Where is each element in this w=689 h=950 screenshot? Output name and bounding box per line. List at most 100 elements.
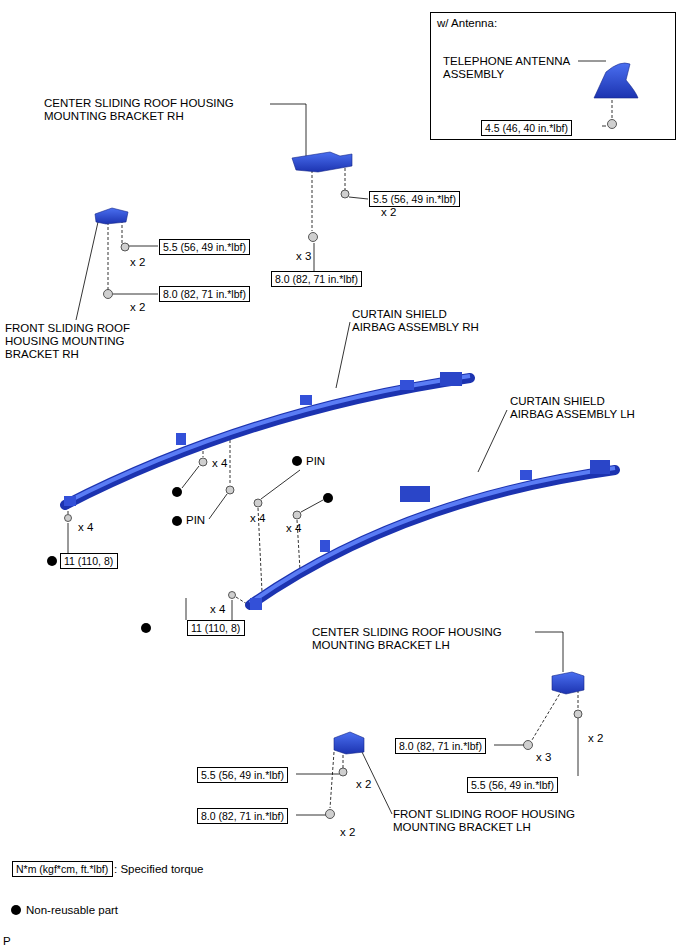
nut bbox=[339, 768, 347, 776]
airbag-tab bbox=[440, 372, 462, 386]
antenna-panel: w/ Antenna: TELEPHONE ANTENNA ASSEMBLY 4.5… bbox=[430, 12, 676, 140]
non-reusable-dot bbox=[323, 493, 333, 503]
part-name: FRONT SLIDING ROOF HOUSING MOUNTING BRAC… bbox=[393, 808, 628, 834]
quantity: x 2 bbox=[130, 256, 145, 269]
part-name: FRONT SLIDING ROOF HOUSING MOUNTING BRAC… bbox=[5, 322, 155, 361]
leader-line bbox=[261, 470, 300, 499]
airbag-tab bbox=[590, 460, 610, 474]
front-bracket-rh bbox=[95, 208, 128, 224]
leader-lines bbox=[68, 61, 612, 815]
torque-value: 8.0 (82, 71 in.*lbf) bbox=[399, 740, 482, 752]
leader-line bbox=[314, 243, 315, 271]
dashed-line bbox=[230, 440, 231, 485]
leader-line bbox=[602, 126, 606, 127]
nut bbox=[574, 710, 582, 718]
torque-value: 11 (110, 8) bbox=[191, 622, 241, 634]
leader-line bbox=[478, 410, 507, 472]
torque-box: 11 (110, 8) bbox=[187, 620, 245, 636]
airbag-tab bbox=[320, 540, 330, 552]
torque-value: 5.5 (56, 49 in.*lbf) bbox=[163, 241, 246, 253]
leader-line bbox=[336, 322, 350, 388]
non-reusable-dot bbox=[172, 516, 182, 526]
bolt bbox=[309, 233, 318, 242]
airbag-tab bbox=[250, 598, 262, 610]
pin bbox=[226, 486, 234, 494]
panel-heading: w/ Antenna: bbox=[437, 17, 497, 30]
bolt bbox=[326, 810, 335, 819]
leader-line bbox=[68, 523, 69, 553]
legend-text: Non-reusable part bbox=[26, 903, 118, 917]
quantity: x 2 bbox=[356, 778, 371, 791]
airbag-tab bbox=[520, 470, 532, 480]
non-reusable-dot bbox=[292, 456, 302, 466]
quantity: x 4 bbox=[78, 521, 93, 534]
quantity: x 2 bbox=[381, 206, 396, 219]
front-bracket-lh bbox=[334, 732, 364, 754]
leader-line bbox=[182, 466, 199, 488]
part-name: TELEPHONE ANTENNA ASSEMBLY bbox=[443, 55, 593, 81]
airbag-tab bbox=[176, 433, 186, 445]
part-name: CURTAIN SHIELD AIRBAG ASSEMBLY LH bbox=[510, 395, 640, 421]
non-reusable-dot bbox=[141, 623, 151, 633]
torque-box: 5.5 (56, 49 in.*lbf) bbox=[197, 767, 288, 783]
quantity: x 2 bbox=[340, 826, 355, 839]
leader-line bbox=[349, 197, 368, 199]
center-bracket-lh bbox=[552, 672, 584, 694]
airbag-highlight bbox=[65, 376, 470, 503]
torque-value: N*m (kgf*cm, ft.*lbf) bbox=[16, 863, 109, 875]
airbag-tab bbox=[400, 486, 430, 502]
leader-line bbox=[270, 104, 306, 156]
torque-value: 5.5 (56, 49 in.*lbf) bbox=[373, 193, 456, 205]
clip bbox=[293, 511, 301, 519]
quantity: x 3 bbox=[296, 250, 311, 263]
quantity: x 4 bbox=[210, 603, 225, 616]
bolt bbox=[104, 290, 113, 299]
non-reusable-dot bbox=[172, 487, 182, 497]
leader-line bbox=[578, 61, 606, 62]
clip bbox=[199, 458, 207, 466]
legend-text: : Specified torque bbox=[114, 862, 204, 876]
nut bbox=[608, 120, 617, 129]
dashed-line bbox=[578, 690, 579, 710]
bolt bbox=[524, 741, 533, 750]
leader-line bbox=[113, 294, 158, 295]
torque-box: 5.5 (56, 49 in.*lbf) bbox=[467, 777, 558, 793]
dashed-line bbox=[612, 100, 613, 118]
torque-box: 5.5 (56, 49 in.*lbf) bbox=[369, 191, 460, 207]
leader-line bbox=[209, 494, 227, 519]
torque-box: 8.0 (82, 71 in.*lbf) bbox=[271, 271, 362, 287]
pin bbox=[254, 499, 262, 507]
dashed-line bbox=[345, 168, 346, 190]
airbag-highlight bbox=[250, 468, 615, 603]
quantity: x 3 bbox=[536, 751, 551, 764]
torque-box: 11 (110, 8) bbox=[60, 553, 118, 569]
leader-line bbox=[301, 500, 323, 512]
fasteners bbox=[65, 120, 617, 819]
leader-line bbox=[232, 600, 233, 620]
leader-line bbox=[535, 632, 563, 672]
torque-value: 8.0 (82, 71 in.*lbf) bbox=[275, 273, 358, 285]
dashed-line bbox=[532, 690, 562, 740]
legend-torque-box: N*m (kgf*cm, ft.*lbf) bbox=[12, 861, 113, 877]
part-name: CENTER SLIDING ROOF HOUSING MOUNTING BRA… bbox=[44, 97, 279, 123]
airbag-tab bbox=[400, 380, 414, 390]
torque-value: 8.0 (82, 71 in.*lbf) bbox=[163, 288, 246, 300]
torque-value: 4.5 (46, 40 in.*lbf) bbox=[485, 122, 568, 134]
torque-box: 4.5 (46, 40 in.*lbf) bbox=[481, 120, 572, 136]
torque-value: 11 (110, 8) bbox=[64, 555, 114, 567]
leader-line bbox=[76, 222, 98, 320]
pin-label: PIN bbox=[306, 455, 325, 468]
non-reusable-dot bbox=[47, 556, 57, 566]
leader-line bbox=[186, 598, 187, 620]
quantity: x 2 bbox=[588, 732, 603, 745]
airbag-tube bbox=[65, 378, 470, 505]
dashed-line bbox=[330, 752, 334, 808]
clip bbox=[229, 592, 236, 599]
torque-value: 5.5 (56, 49 in.*lbf) bbox=[201, 769, 284, 781]
torque-box: 8.0 (82, 71 in.*lbf) bbox=[395, 738, 486, 754]
part-name: CURTAIN SHIELD AIRBAG ASSEMBLY RH bbox=[352, 308, 482, 334]
curtain-airbag-rh bbox=[64, 372, 470, 506]
clip bbox=[65, 515, 72, 522]
